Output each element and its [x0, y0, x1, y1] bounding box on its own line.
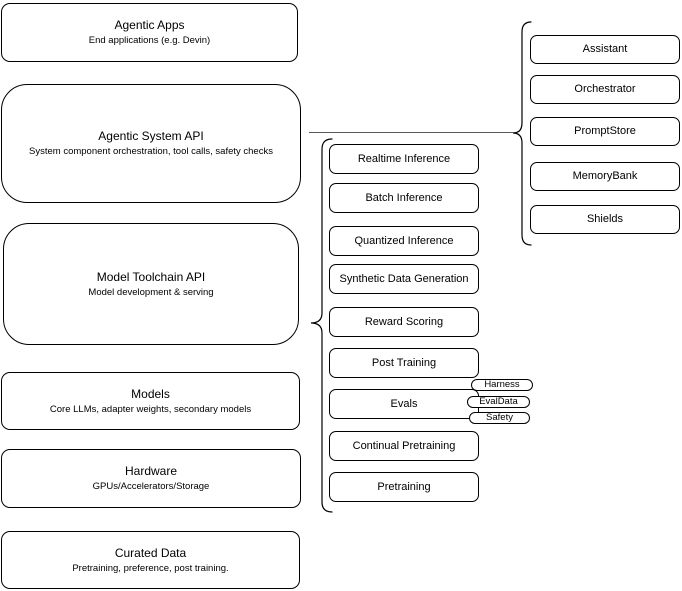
node-title: Agentic Apps [114, 18, 185, 32]
node-label: Post Training [371, 356, 437, 369]
node-label: Evals [390, 397, 418, 410]
node-label: PromptStore [574, 125, 636, 137]
node-subtitle: Core LLMs, adapter weights, secondary mo… [49, 403, 252, 415]
node-models: Models Core LLMs, adapter weights, secon… [1, 372, 300, 430]
tag-label: Safety [486, 412, 513, 423]
tag-evaldata: EvalData [467, 396, 530, 408]
node-realtime-inference: Realtime Inference [329, 144, 479, 174]
node-label: Realtime Inference [357, 152, 451, 165]
node-label: Quantized Inference [354, 234, 454, 247]
node-label: Continual Pretraining [352, 439, 456, 452]
node-evals: Evals [329, 389, 479, 419]
tag-safety: Safety [469, 412, 530, 424]
tag-label: EvalData [479, 396, 518, 407]
node-batch-inference: Batch Inference [329, 183, 479, 213]
node-curated-data: Curated Data Pretraining, preference, po… [1, 531, 300, 589]
node-agentic-apps: Agentic Apps End applications (e.g. Devi… [1, 3, 298, 62]
node-orchestrator: Orchestrator [530, 75, 680, 104]
node-agentic-system-api: Agentic System API System component orch… [1, 84, 301, 203]
node-synthetic-data-generation: Synthetic Data Generation [329, 264, 479, 294]
node-shields: Shields [530, 205, 680, 234]
node-label: Reward Scoring [364, 315, 444, 328]
brace-agentic-system-group [512, 21, 532, 246]
node-title: Curated Data [114, 545, 187, 560]
node-label: MemoryBank [572, 170, 638, 182]
node-label: Batch Inference [365, 191, 443, 204]
node-subtitle: Model development & serving [88, 286, 214, 298]
node-subtitle: Pretraining, preference, post training. [72, 562, 229, 574]
node-memorybank: MemoryBank [530, 162, 680, 191]
node-title: Agentic System API [98, 129, 204, 143]
node-label: Orchestrator [574, 83, 636, 95]
node-subtitle: System component orchestration, tool cal… [29, 146, 273, 157]
node-promptstore: PromptStore [530, 117, 680, 146]
tag-harness: Harness [471, 379, 533, 391]
node-title: Model Toolchain API [96, 269, 206, 284]
node-reward-scoring: Reward Scoring [329, 307, 479, 337]
node-label: Assistant [582, 43, 628, 55]
node-title: Hardware [124, 464, 178, 478]
node-label: Shields [586, 213, 624, 225]
tag-label: Harness [484, 379, 520, 390]
node-hardware: Hardware GPUs/Accelerators/Storage [1, 449, 301, 508]
node-subtitle: GPUs/Accelerators/Storage [92, 481, 210, 492]
node-subtitle: End applications (e.g. Devin) [88, 35, 211, 46]
node-title: Models [131, 386, 170, 401]
node-post-training: Post Training [329, 348, 479, 378]
node-assistant: Assistant [530, 35, 680, 64]
connector-agentic-system-line [309, 132, 513, 133]
node-continual-pretraining: Continual Pretraining [329, 431, 479, 461]
node-pretraining: Pretraining [329, 472, 479, 502]
node-label: Synthetic Data Generation [339, 272, 469, 285]
node-label: Pretraining [377, 480, 431, 493]
brace-model-toolchain-group [310, 138, 333, 513]
node-model-toolchain-api: Model Toolchain API Model development & … [3, 223, 299, 345]
node-quantized-inference: Quantized Inference [329, 226, 479, 256]
